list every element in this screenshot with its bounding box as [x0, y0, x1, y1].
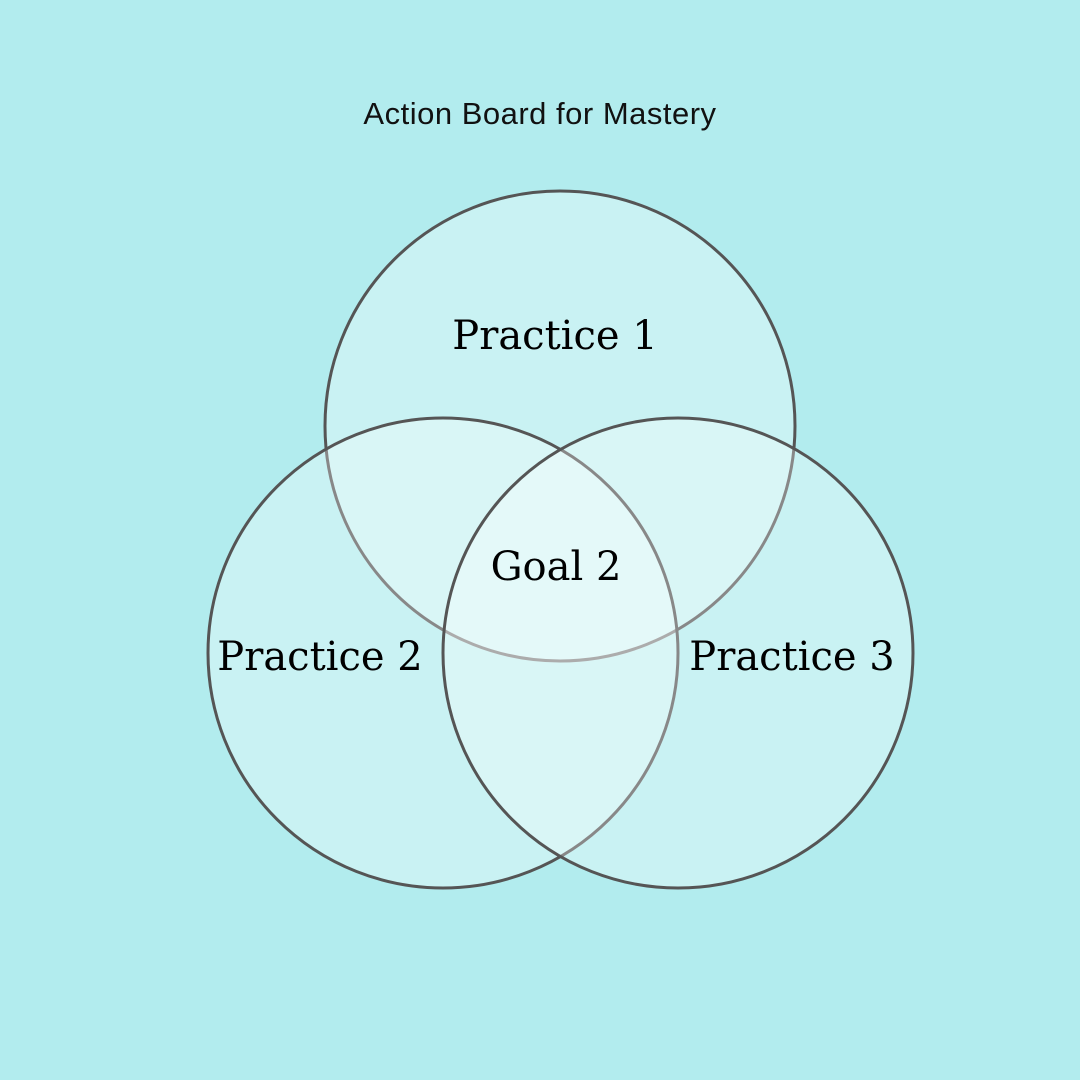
label-practice-2: Practice 2	[217, 634, 422, 680]
diagram-title: Action Board for Mastery	[363, 96, 717, 131]
label-goal: Goal 2	[491, 544, 622, 590]
label-practice-3: Practice 3	[689, 634, 894, 680]
circle-practice-1	[323, 189, 797, 663]
label-practice-1: Practice 1	[452, 313, 657, 359]
circle-practice-3	[441, 416, 915, 890]
